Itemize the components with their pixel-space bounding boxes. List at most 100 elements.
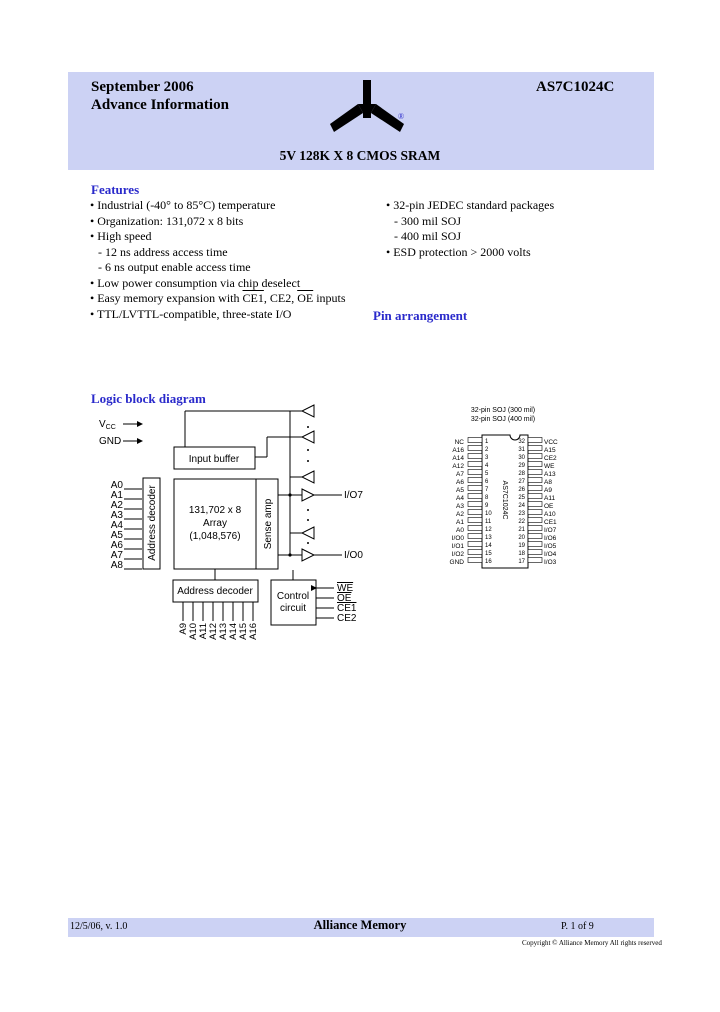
pin-arrangement-title: Pin arrangement [373, 308, 468, 323]
footer-page: P. 1 of 9 [561, 921, 594, 932]
address-label: A4 [111, 520, 124, 531]
pin-number-right: 31 [518, 447, 525, 453]
pin-number-left: 1 [485, 439, 489, 445]
feature-item: • 32-pin JEDEC standard packages [386, 198, 555, 212]
pin-name-left: A0 [456, 527, 464, 534]
address-label: A1 [111, 490, 124, 501]
col-address-label: A14 [228, 623, 239, 640]
pin-name-left: A1 [456, 519, 464, 526]
pin-number-right: 25 [518, 495, 525, 501]
pin-lead-right [527, 557, 543, 563]
pin-lead-left [467, 525, 483, 531]
pin-name-right: I/O6 [544, 535, 557, 542]
pin-name-left: NC [455, 439, 465, 446]
address-label: A7 [111, 550, 124, 561]
package-label-2: 32-pin SOJ (400 mil) [471, 416, 535, 423]
col-address-label: A12 [208, 623, 219, 640]
feature-subitem: - 300 mil SOJ [394, 213, 462, 228]
pin-number-right: 29 [518, 463, 525, 469]
header-date: September 2006 [91, 79, 194, 95]
pin-lead-left [467, 453, 483, 459]
pin-number-left: 8 [485, 495, 489, 501]
alliance-memory-logo-icon [330, 80, 404, 132]
vcc-label: VCC [99, 419, 116, 431]
pin-number-right: 17 [518, 559, 525, 565]
pin-name-right: A10 [544, 511, 556, 518]
pin-lead-right [527, 501, 543, 507]
feature-item: • Low power consumption via chip deselec… [90, 275, 301, 290]
feature-item: • TTL/LVTTL-compatible, three-state I/O [90, 306, 292, 321]
page-subtitle: 5V 128K X 8 CMOS SRAM [279, 148, 441, 163]
pin-lead-left [467, 469, 483, 475]
pin-name-left: I/O0 [452, 535, 465, 542]
pin-number-right: 19 [518, 543, 525, 549]
pin-lead-left [467, 445, 483, 451]
sense-amp-box [255, 478, 279, 570]
pin-name-left: A3 [456, 503, 464, 510]
col-address-label: A16 [248, 623, 259, 640]
pin-name-right: I/O4 [544, 551, 557, 558]
pin-number-right: 20 [518, 535, 525, 541]
pin-lead-left [467, 437, 483, 443]
io7-label: I/O7 [344, 490, 363, 501]
pin-name-left: GND [450, 559, 465, 566]
registered-mark: ® [398, 112, 405, 121]
address-label: A0 [111, 480, 124, 491]
pin-name-right: I/O3 [544, 559, 557, 566]
pin-name-left: A7 [456, 471, 464, 478]
pin-number-left: 9 [485, 503, 489, 509]
col-address-label: A11 [198, 623, 209, 639]
address-label: A2 [111, 500, 124, 511]
pin-lead-right [527, 533, 543, 539]
pin-lead-right [527, 549, 543, 555]
array-label-2: Array [203, 518, 227, 529]
address-label: A8 [111, 560, 124, 571]
pin-lead-right [527, 461, 543, 467]
pin-name-right: A15 [544, 447, 556, 454]
pin-lead-left [467, 517, 483, 523]
pin-number-right: 23 [518, 511, 525, 517]
pin-number-left: 2 [485, 447, 489, 453]
pin-number-right: 21 [518, 527, 525, 533]
pin-lead-left [467, 501, 483, 507]
chip-label: AS7C1024C [501, 481, 508, 520]
pin-name-right: WE [544, 463, 555, 470]
col-address-label: A10 [188, 623, 199, 640]
control-signal-label: CE1 [337, 603, 357, 614]
pin-name-left: A6 [456, 479, 464, 486]
address-label: A3 [111, 510, 124, 521]
col-address-label: A9 [178, 623, 189, 635]
logic-block-title: Logic block diagram [91, 391, 206, 406]
footer-date-version: 12/5/06, v. 1.0 [70, 921, 128, 932]
pin-lead-left [467, 557, 483, 563]
features-right-list: • 32-pin JEDEC standard packages - 300 m… [386, 198, 554, 260]
feature-item: • Easy memory expansion with CE1, CE2, O… [90, 291, 346, 305]
row-decoder-label: Address decoder [147, 485, 158, 561]
row-address-decoder-box [142, 477, 161, 570]
feature-subitem: - 12 ns address access time [98, 244, 228, 259]
pin-lead-left [467, 533, 483, 539]
sense-amp-label: Sense amp [263, 498, 274, 549]
pin-diagram: 32-pin SOJ (300 mil) 32-pin SOJ (400 mil… [450, 407, 558, 569]
pin-name-left: A14 [452, 455, 464, 462]
pin-name-right: A9 [544, 487, 552, 494]
pin-lead-right [527, 477, 543, 483]
pin-number-right: 24 [518, 503, 525, 509]
pin-name-left: I/O1 [452, 543, 465, 550]
pin-name-left: A16 [452, 447, 464, 454]
col-decoder-label: Address decoder [177, 586, 253, 597]
feature-item: • ESD protection > 2000 volts [386, 244, 531, 259]
features-left-list: • Industrial (-40° to 85°C) temperature … [90, 198, 346, 322]
pin-number-right: 27 [518, 479, 525, 485]
pin-number-left: 12 [485, 527, 492, 533]
pin-number-left: 7 [485, 487, 489, 493]
control-signal-label: CE2 [337, 613, 357, 624]
pin-name-left: A2 [456, 511, 464, 518]
pin-number-right: 26 [518, 487, 525, 493]
package-label-1: 32-pin SOJ (300 mil) [471, 407, 535, 414]
pin-number-left: 10 [485, 511, 492, 517]
header-band [68, 72, 654, 170]
pin-lead-left [467, 549, 483, 555]
features-title: Features [91, 182, 140, 197]
header-status: Advance Information [91, 97, 229, 113]
